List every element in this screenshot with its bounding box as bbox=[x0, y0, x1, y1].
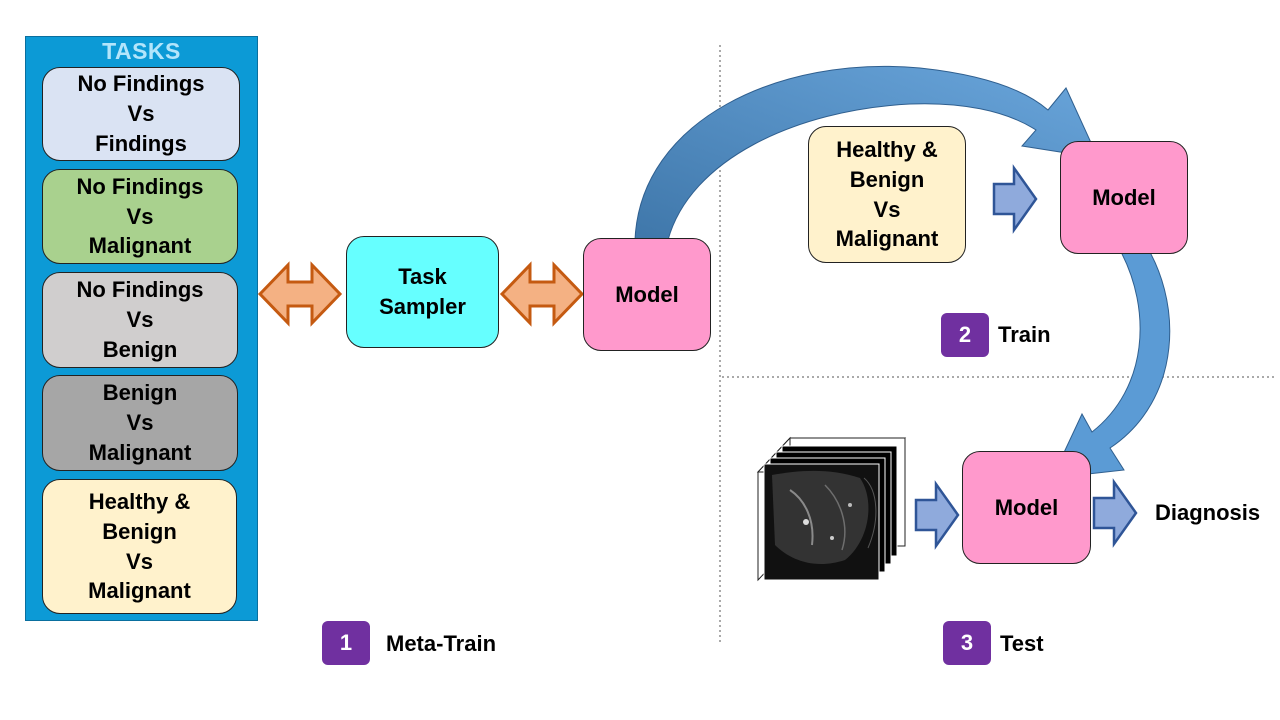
task-no-findings-vs-benign: No Findings Vs Benign bbox=[42, 272, 238, 368]
test-label: Test bbox=[1000, 631, 1044, 656]
meta-train-label: Meta-Train bbox=[386, 631, 497, 656]
mri-image-stack bbox=[756, 436, 907, 582]
step-3-badge: 3 bbox=[943, 621, 991, 665]
diagnosis-label: Diagnosis bbox=[1155, 500, 1261, 525]
task-no-findings-vs-findings: No Findings Vs Findings bbox=[42, 67, 240, 161]
meta-train-model-box: Model bbox=[583, 238, 711, 351]
curved-arrow-train-to-test bbox=[1051, 235, 1171, 479]
double-arrow-sampler-model bbox=[499, 261, 585, 327]
task-healthy-benign-vs-malignant: Healthy & Benign Vs Malignant bbox=[42, 479, 237, 614]
task-sampler-box: Task Sampler bbox=[346, 236, 499, 348]
train-model-box: Model bbox=[1060, 141, 1188, 254]
step-2-badge: 2 bbox=[941, 313, 989, 357]
test-model-box: Model bbox=[962, 451, 1091, 564]
train-label: Train bbox=[998, 322, 1051, 347]
step-1-badge: 1 bbox=[322, 621, 370, 665]
block-arrow-test-input bbox=[914, 480, 960, 550]
block-arrow-test-output bbox=[1092, 478, 1138, 548]
double-arrow-tasks-sampler bbox=[257, 261, 343, 327]
train-task-box: Healthy & Benign Vs Malignant bbox=[808, 126, 966, 263]
task-benign-vs-malignant: Benign Vs Malignant bbox=[42, 375, 238, 471]
task-no-findings-vs-malignant: No Findings Vs Malignant bbox=[42, 169, 238, 264]
curved-arrow-meta-to-train bbox=[634, 65, 1099, 241]
block-arrow-train bbox=[992, 164, 1038, 234]
tasks-title: TASKS bbox=[102, 38, 181, 64]
